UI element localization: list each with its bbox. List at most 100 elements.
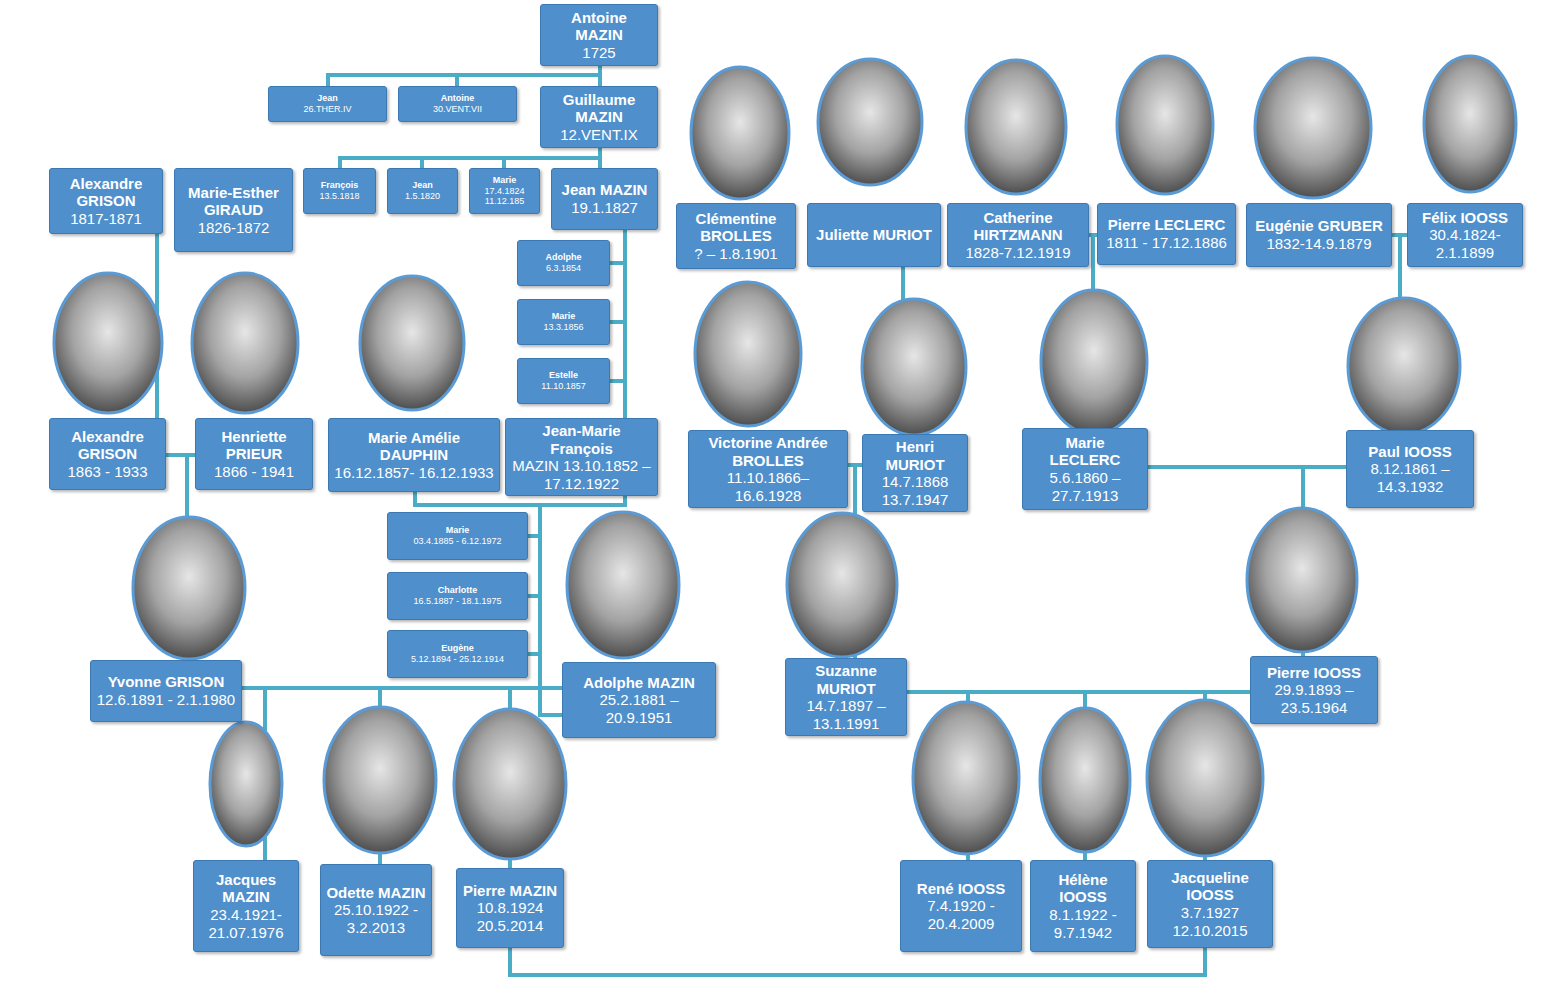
family-line [598,66,602,86]
life-dates: 25.2.1881 – 20.9.1951 [568,691,710,726]
family-line [457,66,600,86]
life-dates: 16.12.1857- 16.12.1933 [334,464,494,482]
person-box: Jean MAZIN19.1.1827 [551,168,658,230]
person-box: Odette MAZIN25.10.1922 - 3.2.2013 [320,864,432,956]
life-dates: 12.VENT.IX [546,126,652,144]
person-box: Pierre MAZIN10.8.1924 20.5.2014 [456,868,564,948]
portrait-photo [1255,58,1371,198]
life-dates: 14.7.1897 – 13.1.1991 [791,697,901,732]
family-line [598,148,602,168]
life-dates: 29.9.1893 – 23.5.1964 [1256,681,1372,716]
person-box: Marie Amélie DAUPHIN16.12.1857- 16.12.19… [328,418,500,492]
person-box: Yvonne GRISON12.6.1891 - 2.1.1980 [90,660,242,722]
family-line [610,230,625,381]
life-dates: 10.8.1924 20.5.2014 [462,899,558,934]
person-name: Antoine MAZIN [546,9,652,44]
person-name: Eugénie GRUBER [1252,217,1386,235]
portrait-photo [1040,708,1130,852]
portrait-photo [1147,700,1263,856]
person-name: Marie [391,525,524,536]
person-box: Jean-Marie FrançoisMAZIN 13.10.1852 – 17… [505,418,658,496]
life-dates: 13.3.1856 [521,322,606,333]
portrait-photo [787,513,897,657]
person-box: Marie17.4.1824 11.12.185 [469,168,540,214]
person-name: Adolphe [521,252,606,263]
person-name: Henri MURIOT [868,438,962,473]
life-dates: 12.6.1891 - 2.1.1980 [96,691,236,709]
person-name: Alexandre GRISON [55,428,160,463]
person-box: Guillaume MAZIN12.VENT.IX [540,86,658,148]
person-box: Eugène5.12.1894 - 25.12.1914 [387,630,528,678]
person-box: Paul IOOSS8.12.1861 – 14.3.1932 [1346,430,1474,508]
life-dates: 6.3.1854 [521,263,606,274]
person-name: Jacques MAZIN [199,871,293,906]
life-dates: 1811 - 17.12.1886 [1103,234,1230,252]
person-name: Henriette PRIEUR [201,428,307,463]
life-dates: 14.7.1868 13.7.1947 [868,473,962,508]
person-box: René IOOSS7.4.1920 - 20.4.2009 [900,860,1022,952]
person-name: Félix IOOSS [1413,209,1517,227]
person-name: Pierre LECLERC [1103,216,1230,234]
person-name: Pierre MAZIN [462,882,558,900]
portrait-photo [192,273,298,413]
life-dates: 1828-7.12.1919 [953,244,1083,262]
person-box: Catherine HIRTZMANN1828-7.12.1919 [947,203,1089,267]
life-dates: 23.4.1921- 21.07.1976 [199,906,293,941]
person-name: Jean-Marie François [511,422,652,457]
person-name: Estelle [521,370,606,381]
life-dates: 8.1.1922 - 9.7.1942 [1036,906,1130,941]
person-box: Suzanne MURIOT14.7.1897 – 13.1.1991 [785,658,907,736]
person-box: Marie13.3.1856 [517,299,610,345]
person-name: Jacqueline IOOSS [1153,869,1267,904]
person-box: Alexandre GRISON1817-1871 [49,168,163,234]
family-line [610,230,625,322]
family-line [510,948,1205,975]
person-name: François [307,180,372,191]
person-box: Marie03.4.1885 - 6.12.1972 [387,512,528,560]
person-box: Jacques MAZIN23.4.1921- 21.07.1976 [193,860,299,952]
family-line [340,148,600,168]
person-name: Charlotte [391,585,524,596]
person-box: Adolphe6.3.1854 [517,240,610,286]
person-box: Jean26.THER.IV [268,86,387,122]
portrait-photo [1117,56,1213,194]
person-name: Alexandre GRISON [55,175,157,210]
person-box: Estelle11.10.1857 [517,358,610,404]
person-name: Antoine [402,93,513,104]
person-box: Marie LECLERC5.6.1860 – 27.7.1913 [1022,428,1148,510]
person-name: Pierre IOOSS [1256,664,1372,682]
life-dates: 5.6.1860 – 27.7.1913 [1028,469,1142,504]
life-dates: 7.4.1920 - 20.4.2009 [906,897,1016,932]
person-name: Marie Amélie DAUPHIN [334,429,494,464]
person-box: Hélène IOOSS8.1.1922 - 9.7.1942 [1030,860,1136,952]
person-name: Yvonne GRISON [96,673,236,691]
person-name: Marie [473,175,536,186]
life-dates: 13.5.1818 [307,191,372,202]
person-name: Clémentine BROLLES [682,210,790,245]
portrait-photo [133,517,245,659]
life-dates: 3.7.1927 12.10.2015 [1153,904,1267,939]
life-dates: 26.THER.IV [272,104,383,115]
person-name: Hélène IOOSS [1036,871,1130,906]
life-dates: 1866 - 1941 [201,463,307,481]
person-name: Marie LECLERC [1028,434,1142,469]
life-dates: 1832-14.9.1879 [1252,235,1386,253]
life-dates: 1817-1871 [55,210,157,228]
portrait-photo [1348,298,1460,434]
portrait-photo [567,512,679,658]
portrait-photo [691,67,789,199]
person-box: Henriette PRIEUR1866 - 1941 [195,418,313,490]
life-dates: 5.12.1894 - 25.12.1914 [391,654,524,665]
portrait-photo [324,707,436,853]
person-name: Eugène [391,643,524,654]
person-box: Marie-Esther GIRAUD1826-1872 [174,168,293,252]
person-name: Jean [272,93,383,104]
life-dates: ? – 1.8.1901 [682,245,790,263]
life-dates: 1863 - 1933 [55,463,160,481]
life-dates: 1826-1872 [180,219,287,237]
portrait-photo [966,60,1066,194]
person-box: François13.5.1818 [303,168,376,214]
person-box: Charlotte16.5.1887 - 18.1.1975 [387,572,528,620]
portrait-photo [210,722,282,846]
life-dates: 03.4.1885 - 6.12.1972 [391,536,524,547]
